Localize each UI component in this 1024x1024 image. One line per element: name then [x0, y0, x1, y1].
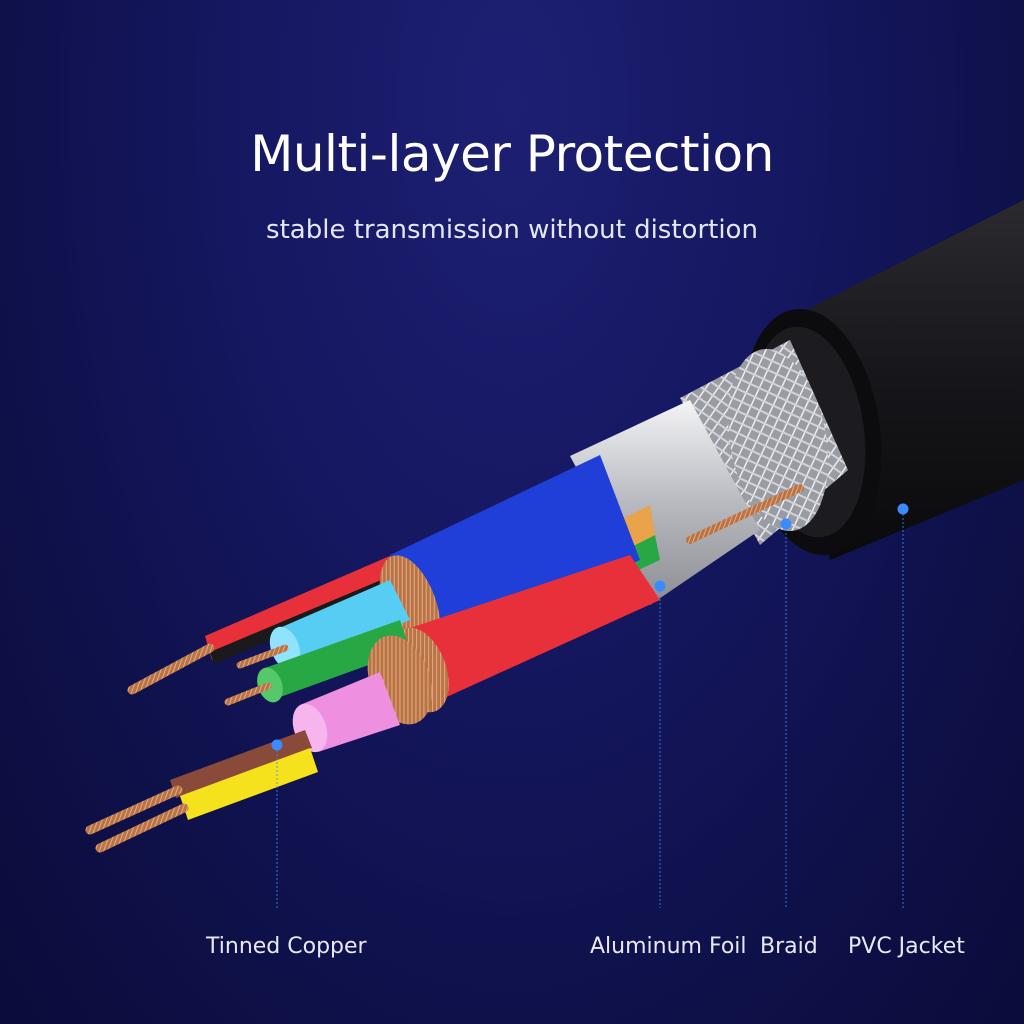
callout-markers — [271, 503, 909, 908]
pink-coax — [292, 635, 433, 753]
braid-dot — [780, 518, 792, 530]
tinned-copper-dot — [271, 739, 283, 751]
pvc-jacket-dot — [897, 503, 909, 515]
label-pvc-jacket: PVC Jacket — [848, 934, 965, 959]
label-braid: Braid — [760, 934, 818, 959]
aluminum-foil — [570, 400, 760, 605]
label-aluminum-foil: Aluminum Foil — [590, 934, 747, 959]
page-title: Multi-layer Protection — [250, 125, 774, 183]
blue-coax — [236, 455, 640, 670]
label-tinned-copper: Tinned Copper — [206, 934, 367, 959]
yellow-brown-wires — [85, 730, 318, 853]
page-subtitle: stable transmission without distortion — [266, 215, 758, 245]
aluminum-foil-dot — [654, 580, 666, 592]
